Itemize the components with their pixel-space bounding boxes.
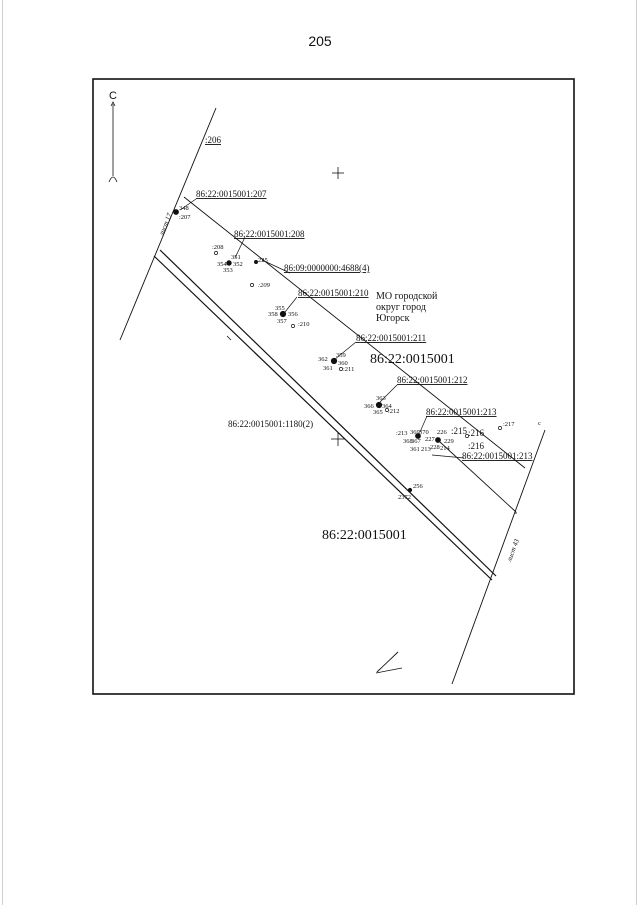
- parcel-label-208: 86:22:0015001:208: [234, 229, 305, 239]
- page-number: 205: [308, 33, 332, 49]
- point-label: 359: [336, 352, 346, 359]
- point-label: :207: [179, 214, 191, 221]
- point-label: 369: [410, 429, 420, 436]
- point-label: 366: [364, 403, 375, 410]
- point-label: :209: [258, 282, 271, 289]
- point-markers-open: [214, 251, 502, 438]
- point-label: :212: [388, 408, 400, 415]
- municipality-label-line2: округ город: [376, 302, 426, 313]
- point-label: 362: [318, 356, 328, 363]
- point-label: :208: [212, 244, 224, 251]
- grid-cross-top: [332, 167, 344, 179]
- point-label: 352: [233, 261, 243, 268]
- point-label: 351: [231, 254, 241, 261]
- point-label: 358: [268, 311, 278, 318]
- point-label: 228: [430, 444, 440, 451]
- point-label: :211: [343, 366, 354, 373]
- point-label: 229: [444, 438, 454, 445]
- point-label: :210: [298, 321, 310, 328]
- leader-lines: [179, 198, 465, 674]
- point-label: 225: [258, 257, 268, 264]
- point-label: 365: [373, 409, 383, 416]
- grid-cross-middle: [331, 432, 345, 446]
- municipality-label-line1: МО городской: [376, 291, 438, 302]
- point-label: 364: [382, 403, 393, 410]
- north-arrow: С: [108, 90, 118, 183]
- road-parcel-label: 86:22:0015001:1180(2): [228, 419, 313, 429]
- parcel-label-213-second: 86:22:0015001:213: [462, 451, 533, 461]
- parcel-label-212: 86:22:0015001:212: [397, 375, 468, 385]
- point-label: 357: [277, 318, 288, 325]
- parcel-boundary-lower: [439, 441, 517, 513]
- point-labels: 348 :207 :208 351 352 354 353 225 :209 3…: [179, 205, 515, 501]
- municipality-label-line3: Югорск: [376, 313, 410, 324]
- point-label: 361: [410, 446, 420, 453]
- sheet-label-43: лист 43: [505, 537, 521, 563]
- point-label: 363: [376, 395, 386, 402]
- point-label: 361: [323, 365, 333, 372]
- annotation-stroke: [376, 651, 399, 673]
- point-label: 256: [413, 483, 424, 490]
- scan-edge-right: [636, 0, 637, 905]
- point-label: 368: [403, 438, 413, 445]
- point-label: 353: [223, 267, 233, 274]
- point-label: :216: [468, 428, 485, 438]
- point-label: :213: [396, 430, 408, 437]
- point-label: :217: [503, 421, 515, 428]
- parcel-label-206: :206: [205, 135, 222, 145]
- quarter-label-upper: 86:22:0015001: [370, 352, 455, 367]
- point-label: 367: [411, 438, 422, 445]
- parcel-label-213: 86:22:0015001:213: [426, 407, 497, 417]
- point-label: 214: [440, 445, 451, 452]
- point-markers: [173, 209, 441, 493]
- point-label: 226: [437, 429, 448, 436]
- point-label: 370: [419, 429, 429, 436]
- point-label: 227: [425, 436, 436, 443]
- parcel-label-211: 86:22:0015001:211: [356, 333, 426, 343]
- scan-edge-left: [2, 0, 3, 905]
- parcel-label-4688: 86:09:0000000:4688(4): [284, 263, 370, 273]
- point-label: 355: [275, 305, 285, 312]
- sheet-boundary-left: [119, 107, 217, 341]
- point-label: :215: [451, 426, 468, 436]
- sheet-boundary-right: [451, 429, 546, 685]
- parcel-boundary-upper: [183, 196, 526, 469]
- point-label: :216: [468, 441, 485, 451]
- road-line-inner: [153, 255, 493, 581]
- map-frame: [92, 78, 575, 695]
- quarter-label-lower: 86:22:0015001: [322, 528, 407, 543]
- parcel-label-207: 86:22:0015001:207: [196, 189, 267, 199]
- boundary-mark: c: [538, 420, 541, 427]
- point-label: 2372: [398, 494, 411, 501]
- point-label: 213: [421, 446, 431, 453]
- road-line-outer: [159, 249, 497, 577]
- point-label: 356: [288, 311, 299, 318]
- north-arrow-label: С: [109, 90, 117, 102]
- point-label: 348: [179, 205, 189, 212]
- road-tick: [226, 335, 232, 341]
- sheet-label-17: лист 17: [157, 212, 174, 238]
- parcel-label-210: 86:22:0015001:210: [298, 288, 369, 298]
- point-label: 360: [338, 360, 348, 367]
- point-label: 354: [217, 261, 228, 268]
